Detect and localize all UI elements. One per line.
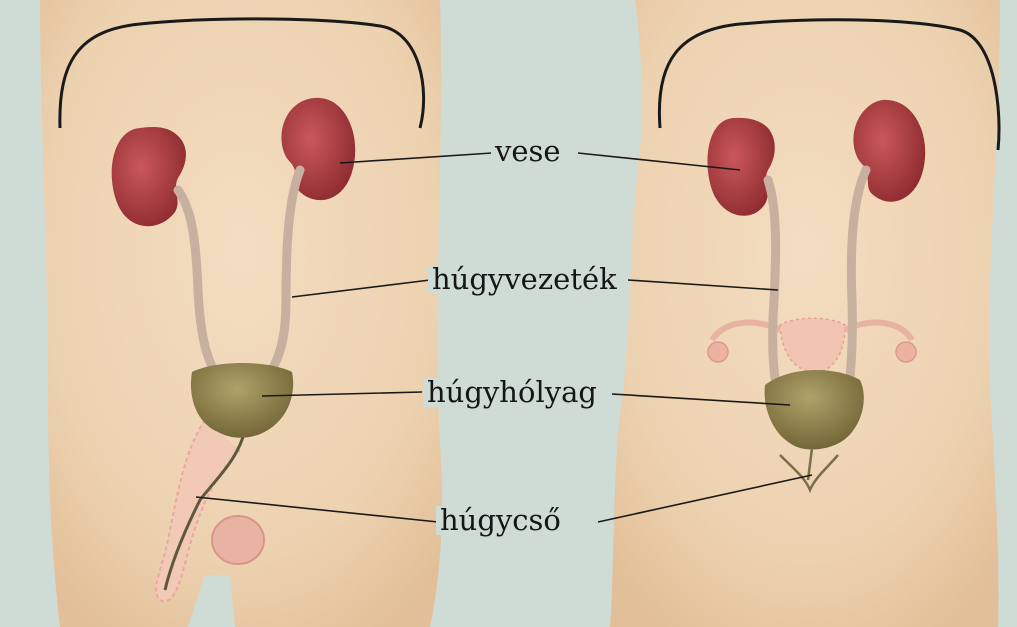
male-kidney-left bbox=[112, 127, 186, 226]
label-ureter: húgyvezeték bbox=[428, 265, 621, 294]
female-ovary-left bbox=[708, 342, 728, 362]
label-kidney: vese bbox=[491, 137, 565, 166]
male-testes bbox=[212, 516, 264, 564]
label-bladder: húgyhólyag bbox=[423, 378, 601, 407]
female-ovary-right bbox=[896, 342, 916, 362]
label-urethra: húgycső bbox=[436, 506, 565, 535]
female-torso bbox=[610, 0, 1000, 627]
